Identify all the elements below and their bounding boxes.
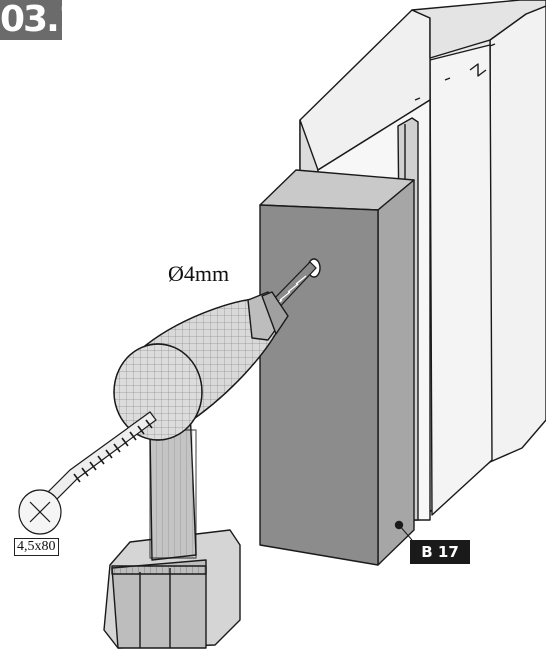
screw-icon	[18, 411, 157, 535]
step-number-badge: 03.1	[0, 0, 62, 40]
screw-size-label: 4,5x80	[14, 538, 59, 556]
wood-block-icon	[259, 169, 415, 566]
drill-icon	[103, 291, 289, 649]
part-id-tag: B 17	[410, 540, 470, 564]
drill-size-label: Ø4mm	[168, 261, 230, 286]
